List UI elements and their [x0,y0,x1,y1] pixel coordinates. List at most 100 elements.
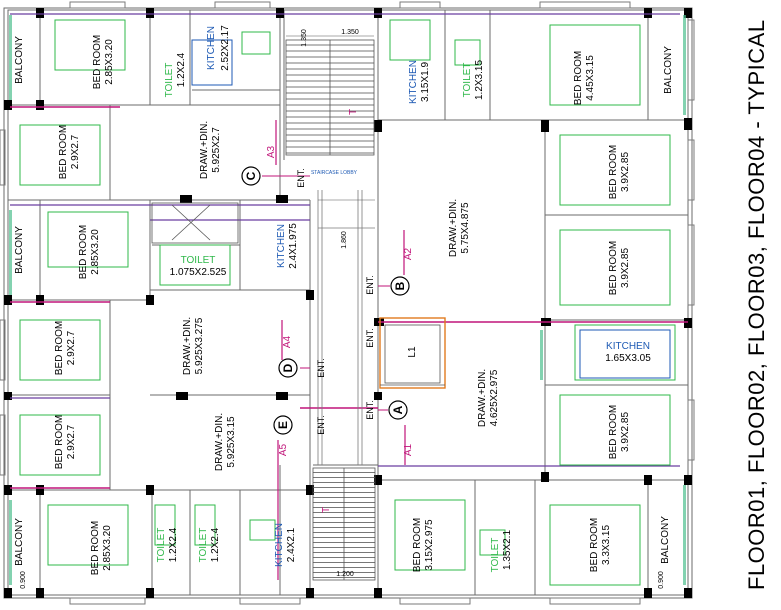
label-draw-d: DRAW.+DIN. [182,317,193,375]
grid-d: D [281,363,295,372]
label-kitchen-r: KITCHEN [606,341,650,352]
size-bed-br: 3.3X3.15 [601,525,612,565]
label-bed-ml: BED ROOM [78,225,89,279]
size-bed-l4: 2.9X2.7 [66,424,77,459]
furniture [19,19,676,586]
size-toilet-bl2: 1.2X2.4 [210,527,221,562]
size-toilet-tr: 1.2X3.15 [474,60,485,100]
grid-b: B [393,281,407,290]
corridor [317,190,375,465]
size-draw-b: 5.75X4.875 [460,202,471,254]
label-bed-l2: BED ROOM [58,125,69,179]
label-bed-r3: BED ROOM [608,241,619,295]
size-toilet-bl1: 1.2X2.4 [168,527,179,562]
size-draw-e: 5.925X3.15 [226,416,237,468]
label-kitchen-ml: KITCHEN [276,224,287,268]
label-bed-bl: BED ROOM [90,521,101,575]
dim-0900-right: 0.900 [658,571,665,589]
duct-box [151,202,239,244]
window-marks [0,1,695,605]
dim-0900-left: 0.900 [20,571,27,589]
entry-labels: ENT. ENT. ENT. ENT. ENT. ENT. [296,168,375,435]
size-bed-l3: 2.9X2.7 [66,330,77,365]
label-balcony-bl: BALCONY [14,518,25,566]
grid-marker-stems [262,175,390,411]
size-bed-r3: 3.9X2.85 [620,248,631,288]
lift [379,317,446,389]
stair-t-top: T [348,109,359,115]
size-kitchen-ml: 2.4X1.975 [288,223,299,269]
size-draw-c: 5.925X2.7 [211,127,222,173]
dim-1350-left: 1.350 [301,29,308,47]
staircase-top [285,39,375,156]
tag-a1: A1 [403,443,414,456]
axis-tags: A3 A2 A4 A1 A5 [266,145,414,456]
magenta-verticals [275,120,406,580]
ent-lift: ENT. [365,328,375,348]
size-toilet-tl: 1.2X2.4 [176,52,187,87]
label-bed-br: BED ROOM [589,518,600,572]
plan-title: FLOOR01, FLOOR02, FLOOR03, FLOOR04 - TYP… [744,19,769,590]
size-toilet-ml: 1.075X2.525 [170,267,227,278]
columns [4,8,692,598]
label-draw-b: DRAW.+DIN. [448,199,459,257]
size-bed-ml: 2.85X3.20 [90,229,101,275]
size-kitchen-tl: 2.52X2.17 [220,25,231,71]
size-toilet-br: 1.35X2.1 [502,530,513,570]
label-bed-r2: BED ROOM [608,145,619,199]
tag-a5: A5 [278,443,289,456]
dim-1860: 1.860 [341,231,348,249]
label-kitchen-tr: KITCHEN [408,60,419,104]
dim-1200: 1.200 [336,571,354,578]
label-bed-l3: BED ROOM [54,321,65,375]
label-toilet-ml: TOILET [181,255,216,266]
tag-a3: A3 [266,145,277,158]
grid-e: E [276,421,290,429]
ent-e: ENT. [316,415,326,435]
label-kitchen-bl: KITCHEN [274,523,285,567]
label-bed-r4: BED ROOM [608,405,619,459]
size-kitchen-r: 1.65X3.05 [605,353,651,364]
lift-label: L1 [407,346,418,358]
label-balcony-ml: BALCONY [14,226,25,274]
label-bed-bc: BED ROOM [412,518,423,572]
label-kitchen-tl: KITCHEN [206,26,217,70]
dimensions: 1.350 1.350 1.860 1.200 0.900 0.900 [20,29,665,589]
room-labels: BALCONY BED ROOM 2.85X3.20 TOILET 1.2X2.… [14,25,674,575]
size-draw-d: 5.925X3.275 [194,317,205,374]
size-bed-l2: 2.9X2.7 [70,134,81,169]
highlight-bars [9,15,686,585]
label-draw-a: DRAW.+DIN. [477,369,488,427]
size-bed-r4: 3.9X2.85 [620,412,631,452]
stair-t-bottom: T [321,507,332,513]
size-kitchen-tr: 3.15X1.9 [420,62,431,102]
staircase-bottom [312,467,376,581]
grid-letters: C B D A E [244,171,407,429]
ent-a: ENT. [365,400,375,420]
label-balcony-tl: BALCONY [14,36,25,84]
ent-d: ENT. [316,358,326,378]
label-toilet-bl2: TOILET [198,528,209,563]
size-kitchen-bl: 2.4X2.1 [286,527,297,562]
label-balcony-br: BALCONY [660,516,671,564]
label-draw-e: DRAW.+DIN. [214,413,225,471]
grid-c: C [244,171,258,180]
grid-a: A [391,405,405,414]
size-bed-r2: 3.9X2.85 [620,152,631,192]
staircase-lobby: STAIRCASE LOBBY [311,170,358,176]
label-toilet-br: TOILET [490,538,501,573]
tag-a2: A2 [403,247,414,260]
ent-c: ENT. [296,168,306,188]
label-draw-c: DRAW.+DIN. [199,121,210,179]
size-bed-tl: 2.85X3.20 [104,39,115,85]
size-bed-bl: 2.85X3.20 [102,525,113,571]
axis-lines [10,13,680,467]
dim-1350-right: 1.350 [341,29,359,36]
size-bed-tr: 4.45X3.15 [585,55,596,101]
magenta-lines [10,106,688,489]
label-toilet-tr: TOILET [462,63,473,98]
ent-b: ENT. [365,275,375,295]
misc-labels: STAIRCASE LOBBY L1 T T [311,109,418,513]
label-bed-tl: BED ROOM [92,35,103,89]
